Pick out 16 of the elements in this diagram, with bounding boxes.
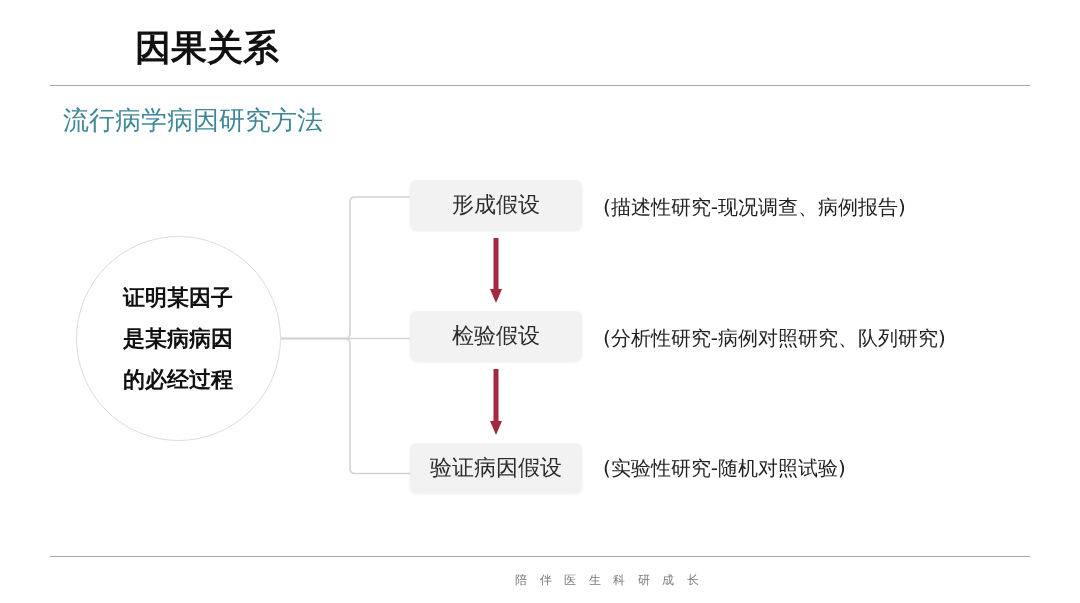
connector-line <box>280 337 411 475</box>
node-label: 形成假设 <box>452 191 540 219</box>
annotation-text: (描述性研究-现况调查、病例报告) <box>603 194 906 221</box>
arrow <box>490 238 502 303</box>
annotation-text: (分析性研究-病例对照研究、队列研究) <box>603 325 946 352</box>
step-box <box>410 180 582 230</box>
node-label: 验证病因假设 <box>430 454 562 482</box>
node-label: 证明某因子是某病病因的必经过程 <box>122 284 234 394</box>
step-box <box>410 443 582 493</box>
section-subtitle: 流行病学病因研究方法 <box>63 104 323 137</box>
node-label: 检验假设 <box>452 322 540 350</box>
footer-slogan: 陪伴医生科研成长 <box>515 572 711 589</box>
step-box <box>410 311 582 361</box>
arrow <box>490 369 502 435</box>
slide-title: 因果关系 <box>135 26 279 70</box>
annotation-text: (实验性研究-随机对照试验) <box>603 455 846 482</box>
